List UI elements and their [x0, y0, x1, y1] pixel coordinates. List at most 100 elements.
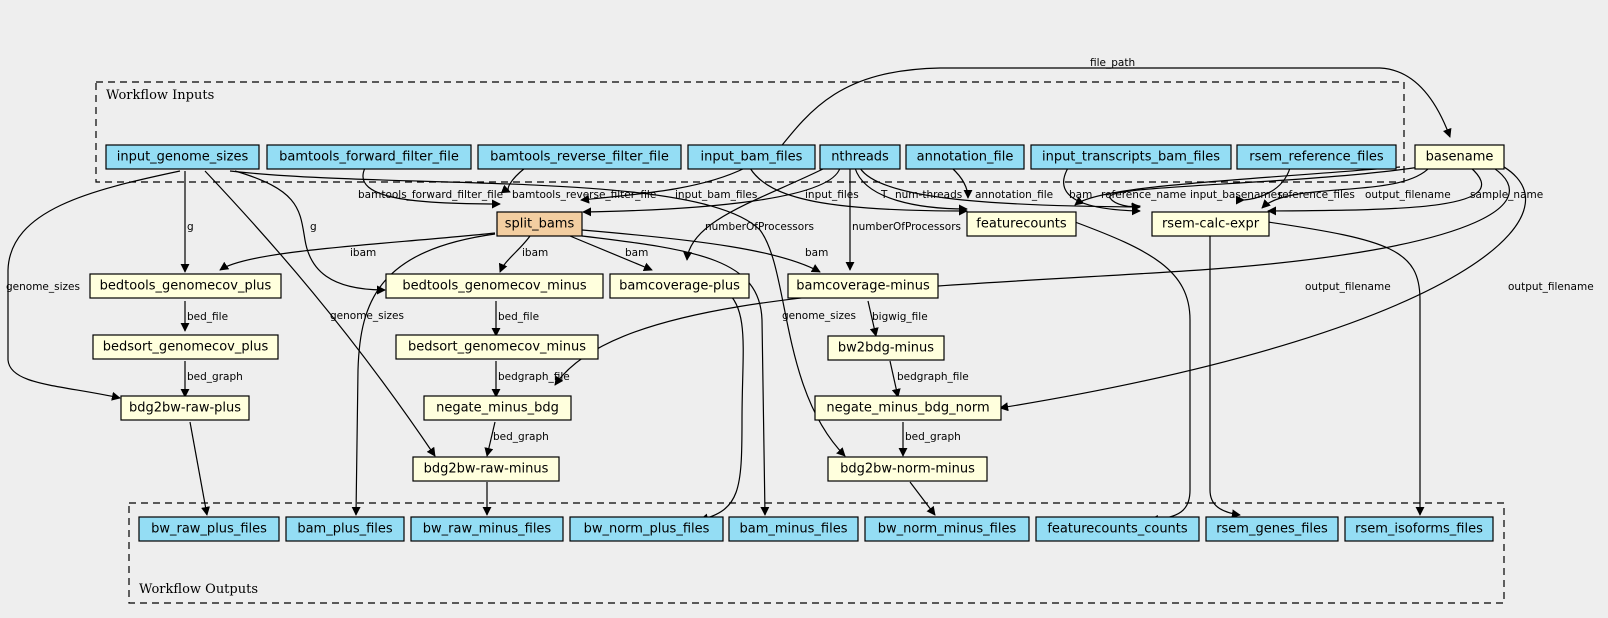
node-label: bamcoverage-plus — [619, 279, 740, 294]
edge-basename-to-rsem-reference-name: reference_name — [1101, 166, 1421, 212]
node-basename[interactable]: basename — [1414, 144, 1505, 170]
edge-label-input-basenames: input_basenames — [1190, 189, 1283, 201]
node-label: bedsort_genomecov_minus — [408, 340, 586, 355]
node-bamtools-reverse-filter-file[interactable]: bamtools_reverse_filter_file — [477, 144, 682, 170]
edge-split-bams-to-bedtools-plus: ibam — [219, 232, 496, 271]
node-bedsort-genomecov-minus[interactable]: bedsort_genomecov_minus — [395, 334, 599, 360]
node-featurecounts-counts[interactable]: featurecounts_counts — [1035, 516, 1200, 542]
node-label: bedtools_genomecov_minus — [402, 279, 587, 294]
node-rsem-reference-files[interactable]: rsem_reference_files — [1236, 144, 1397, 170]
node-rsem-isoforms-files[interactable]: rsem_isoforms_files — [1344, 516, 1494, 542]
node-negate-minus-bdg[interactable]: negate_minus_bdg — [423, 395, 572, 421]
node-bedtools-genomecov-minus[interactable]: bedtools_genomecov_minus — [385, 273, 604, 299]
node-bamcoverage-plus[interactable]: bamcoverage-plus — [609, 273, 750, 299]
node-bam-plus-files[interactable]: bam_plus_files — [285, 516, 405, 542]
edge-input-bam-files-to-basename: file_path — [774, 57, 1452, 155]
node-bamcoverage-minus[interactable]: bamcoverage-minus — [787, 273, 939, 299]
edge-basename-to-rsem-input-basenames: input_basenames — [1190, 166, 1431, 209]
node-label: bw_norm_minus_files — [878, 522, 1017, 537]
edge-label-bed-file-plus: bed_file — [187, 311, 228, 323]
edge-label-processors-plus: numberOfProcessors — [705, 221, 814, 233]
edge-forward-filter-to-split-bams: bamtools_forward_filter_file — [358, 167, 503, 209]
node-label: bamtools_reverse_filter_file — [490, 150, 669, 165]
node-bw2bdg-minus[interactable]: bw2bdg-minus — [827, 335, 945, 361]
node-bam-minus-files[interactable]: bam_minus_files — [728, 516, 859, 542]
node-input-transcripts-bam-files[interactable]: input_transcripts_bam_files — [1030, 144, 1232, 170]
node-label: rsem_isoforms_files — [1355, 522, 1483, 537]
node-label: bw_raw_plus_files — [151, 522, 267, 537]
edge-featurecounts-to-output — [1074, 221, 1191, 524]
node-label: rsem-calc-expr — [1162, 217, 1260, 232]
node-label: input_genome_sizes — [117, 150, 249, 165]
edge-genome-sizes-to-bedtools-minus: g — [234, 170, 386, 295]
edge-label-bam-plus: bam — [625, 247, 648, 259]
node-negate-minus-bdg-norm[interactable]: negate_minus_bdg_norm — [814, 395, 1002, 421]
edge-label-bedgraph-file: bedgraph_file — [498, 371, 570, 383]
edge-nthreads-to-rsem: num-threads — [859, 167, 1141, 212]
node-bdg2bw-raw-plus[interactable]: bdg2bw-raw-plus — [120, 395, 250, 421]
node-label: bedtools_genomecov_plus — [100, 279, 272, 294]
edge-label-genome-sizes-raw-minus: genome_sizes — [330, 310, 404, 322]
edge-label-annotation-file: annotation_file — [975, 189, 1053, 201]
edge-label-output-filename-negate-norm: output_filename — [1508, 281, 1594, 293]
edge-bdg2bw-norm-minus-to-output — [909, 481, 936, 516]
edge-label-genome-sizes-plus: genome_sizes — [6, 281, 80, 293]
edge-bw2bdg-to-negate-norm: bedgraph_file — [889, 360, 969, 398]
node-bw-raw-plus-files[interactable]: bw_raw_plus_files — [138, 516, 280, 542]
edge-label-reference-name: reference_name — [1101, 189, 1186, 201]
node-rsem-genes-files[interactable]: rsem_genes_files — [1205, 516, 1339, 542]
edge-nthreads-to-featurecounts: T — [854, 167, 968, 214]
node-label: annotation_file — [917, 150, 1014, 165]
node-bedtools-genomecov-plus[interactable]: bedtools_genomecov_plus — [89, 273, 282, 299]
node-label: rsem_genes_files — [1216, 522, 1328, 537]
edge-label-output-filename-fc: output_filename — [1365, 189, 1451, 201]
node-label: bedsort_genomecov_plus — [103, 340, 269, 355]
node-label: bdg2bw-raw-plus — [129, 401, 241, 416]
node-rsem-calc-expr[interactable]: rsem-calc-expr — [1151, 211, 1270, 237]
node-featurecounts[interactable]: featurecounts — [966, 211, 1077, 237]
edge-bedsort-minus-to-negate: bedgraph_file — [491, 361, 570, 398]
edge-bamcoverage-plus-to-output — [699, 289, 744, 523]
edge-bamcoverage-minus-to-bw2bdg: bigwig_file — [867, 300, 928, 337]
node-label: bdg2bw-raw-minus — [424, 462, 549, 477]
node-label: bw_raw_minus_files — [423, 522, 552, 537]
node-label: rsem_reference_files — [1249, 150, 1384, 165]
workflow-inputs-cluster: Workflow Inputs — [95, 81, 1405, 183]
node-bw-norm-minus-files[interactable]: bw_norm_minus_files — [864, 516, 1030, 542]
node-bamtools-forward-filter-file[interactable]: bamtools_forward_filter_file — [266, 144, 472, 170]
edge-label-bedgraph-file-norm: bedgraph_file — [897, 371, 969, 383]
node-bw-raw-minus-files[interactable]: bw_raw_minus_files — [410, 516, 564, 542]
edge-basename-to-featurecounts: output_filename — [1074, 166, 1451, 206]
workflow-inputs-label: Workflow Inputs — [106, 88, 214, 103]
edge-label-bam-minus: bam — [805, 247, 828, 259]
node-label: split_bams — [505, 217, 575, 232]
edge-genome-sizes-to-bdg2bw-norm-minus: genome_sizes — [229, 170, 856, 457]
edge-split-bams-to-bam-plus-files — [351, 233, 496, 516]
node-label: bw_norm_plus_files — [584, 522, 710, 537]
node-split-bams[interactable]: split_bams — [496, 211, 583, 237]
node-bdg2bw-raw-minus[interactable]: bdg2bw-raw-minus — [412, 456, 560, 482]
node-input-bam-files[interactable]: input_bam_files — [687, 144, 816, 170]
node-label: basename — [1426, 150, 1494, 165]
edge-label-ibam-minus: ibam — [522, 247, 548, 259]
edge-rsem-to-genes-output — [1209, 222, 1241, 519]
node-bedsort-genomecov-plus[interactable]: bedsort_genomecov_plus — [92, 334, 279, 360]
node-label: bamtools_forward_filter_file — [279, 150, 459, 165]
edge-label-reference-files: reference_files — [1278, 189, 1355, 201]
edge-bedtools-plus-to-bedsort-plus: bed_file — [180, 301, 228, 332]
node-label: negate_minus_bdg — [436, 401, 559, 416]
node-annotation-file[interactable]: annotation_file — [905, 144, 1025, 170]
edge-split-bams-to-bamcoverage-minus: bam — [581, 229, 828, 273]
edge-bdg2bw-raw-plus-to-output — [189, 421, 210, 516]
edge-label-g-plus: g — [187, 221, 194, 233]
node-label: negate_minus_bdg_norm — [826, 401, 989, 416]
edge-label-g-minus: g — [310, 221, 317, 233]
edge-basename-to-negate-minus-bdg-norm: output_filename — [999, 157, 1594, 412]
node-bdg2bw-norm-minus[interactable]: bdg2bw-norm-minus — [827, 456, 988, 482]
edge-bedtools-minus-to-bedsort-minus: bed_file — [491, 301, 539, 337]
node-nthreads[interactable]: nthreads — [819, 144, 901, 170]
workflow-outputs-cluster: Workflow Outputs — [128, 502, 1505, 604]
node-bw-norm-plus-files[interactable]: bw_norm_plus_files — [569, 516, 724, 542]
node-input-genome-sizes[interactable]: input_genome_sizes — [105, 144, 260, 170]
